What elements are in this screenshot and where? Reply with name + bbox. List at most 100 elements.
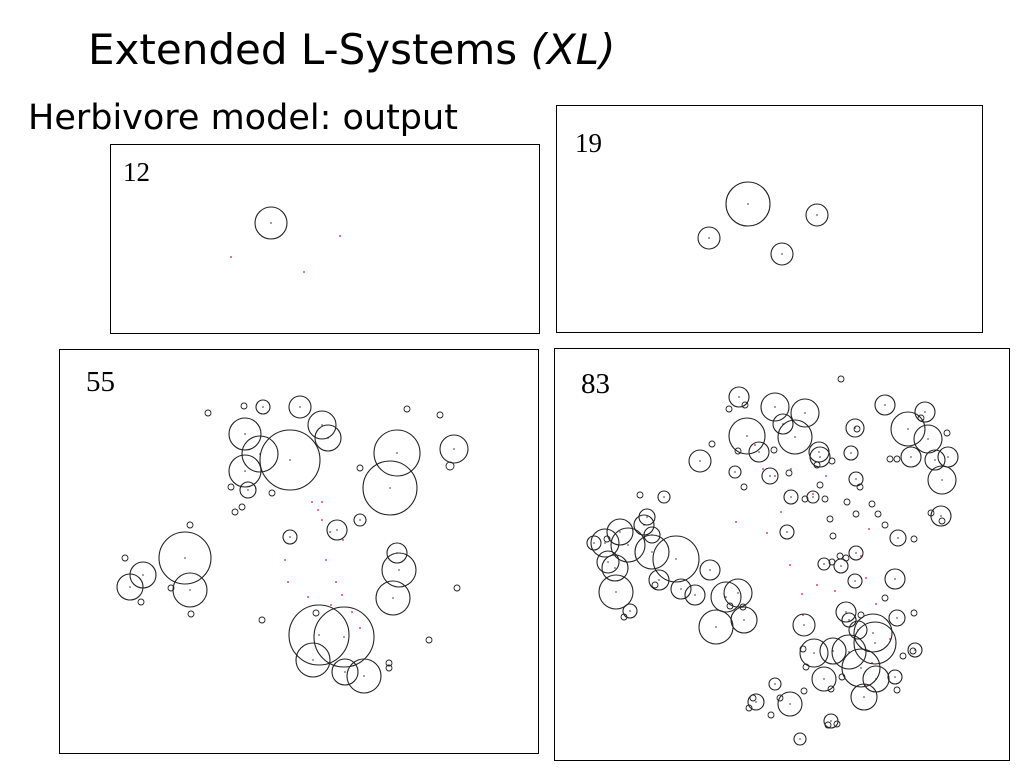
herbivore-circle [853,621,897,665]
herbivore-circle [927,465,957,495]
herbivore-center [755,701,757,703]
herbivore-circle [893,686,901,694]
herbivore-circle [760,392,790,422]
herbivore-circle [881,521,889,529]
herbivore-center [453,448,455,450]
herbivore-circle [909,647,917,655]
herbivore-circle [837,375,845,383]
title-text: Extended L-Systems [88,25,518,74]
simulation-panel-step-19: 19 [556,105,983,333]
herbivore-center [823,563,825,565]
herbivore-center [823,678,825,680]
herbivore-circle [827,685,835,693]
herbivore-circle [728,465,742,479]
herbivore-circle [137,598,145,606]
herbivore-center [854,427,856,429]
herbivore-center [816,214,818,216]
title-italic-text: (XL) [530,25,616,74]
herbivore-circle [914,401,936,423]
herbivore-circle [268,489,276,497]
herbivore-center [129,586,131,588]
herbivore-circle [930,505,952,527]
herbivore-center [884,404,886,406]
herbivore-circle [346,658,382,694]
herbivore-circle [792,613,816,637]
herbivore-center [270,222,272,224]
herbivore-circle [726,602,734,610]
herbivore-circle [770,242,794,266]
herbivore-circle [842,554,850,562]
herbivore-circle [331,658,359,686]
herbivore-circle [606,518,634,546]
herbivore-circle [723,578,753,608]
herbivore-circle [838,673,846,681]
herbivore-center [848,619,850,621]
plant-dot [359,627,361,629]
herbivore-center [855,478,857,480]
herbivore-center [855,552,857,554]
herbivore-circle [768,677,782,691]
herbivore-center [907,428,909,430]
herbivore-center [619,531,621,533]
herbivore-circle [313,606,375,668]
herbivore-center [813,652,815,654]
simulation-canvas [697,181,829,266]
slide-title: Extended L-Systems (XL) [88,24,615,76]
herbivore-circle [749,694,757,702]
herbivore-circle [622,603,638,619]
herbivore-circle [790,398,820,428]
herbivore-center [327,437,329,439]
herbivore-circle [890,411,926,447]
herbivore-center [312,659,314,661]
herbivore-circle [403,405,411,413]
plant-dot [762,468,764,470]
herbivore-circle [777,419,813,455]
herbivore-circle [282,529,298,545]
herbivore-center [914,649,916,651]
herbivore-circle [288,604,350,666]
herbivore-circle [158,531,212,585]
herbivore-circle [228,417,262,451]
herbivore-circle [853,425,861,433]
herbivore-center [344,671,346,673]
herbivore-circle [802,663,810,671]
herbivore-circle [847,573,863,589]
herbivore-circle [748,441,770,463]
herbivore-circle [889,529,907,547]
herbivore-center [896,617,898,619]
herbivore-circle [852,510,860,518]
herbivore-circle [813,461,821,469]
herbivore-circle [881,594,889,602]
plant-dot [816,584,818,586]
herbivore-circle [586,535,602,551]
herbivore-center [850,452,852,454]
herbivore-center [694,594,696,596]
herbivore-circle [356,464,364,472]
simulation-canvas [230,206,341,273]
herbivore-circle [776,694,784,702]
herbivore-circle [874,510,882,518]
herbivore-center [396,452,398,454]
plant-dot [307,596,309,598]
herbivore-circle [835,601,857,623]
herbivore-center [799,738,801,740]
herbivore-circle [258,616,266,624]
plant-dot [321,519,323,521]
herbivore-center [614,567,616,569]
plant-dot [801,593,803,595]
herbivore-circle [295,642,331,678]
herbivore-circle [862,665,890,693]
herbivore-center [769,475,771,477]
herbivore-center [927,438,929,440]
herbivore-circle [841,648,881,688]
herbivore-center [940,515,942,517]
herbivore-circle [688,449,712,473]
herbivore-circle [439,434,469,464]
plant-dot [311,501,313,503]
herbivore-center [910,456,912,458]
herbivore-center [743,619,745,621]
herbivore-center [840,565,842,567]
herbivore-circle [884,568,906,590]
herbivore-circle [227,483,235,491]
herbivore-center [875,678,877,680]
